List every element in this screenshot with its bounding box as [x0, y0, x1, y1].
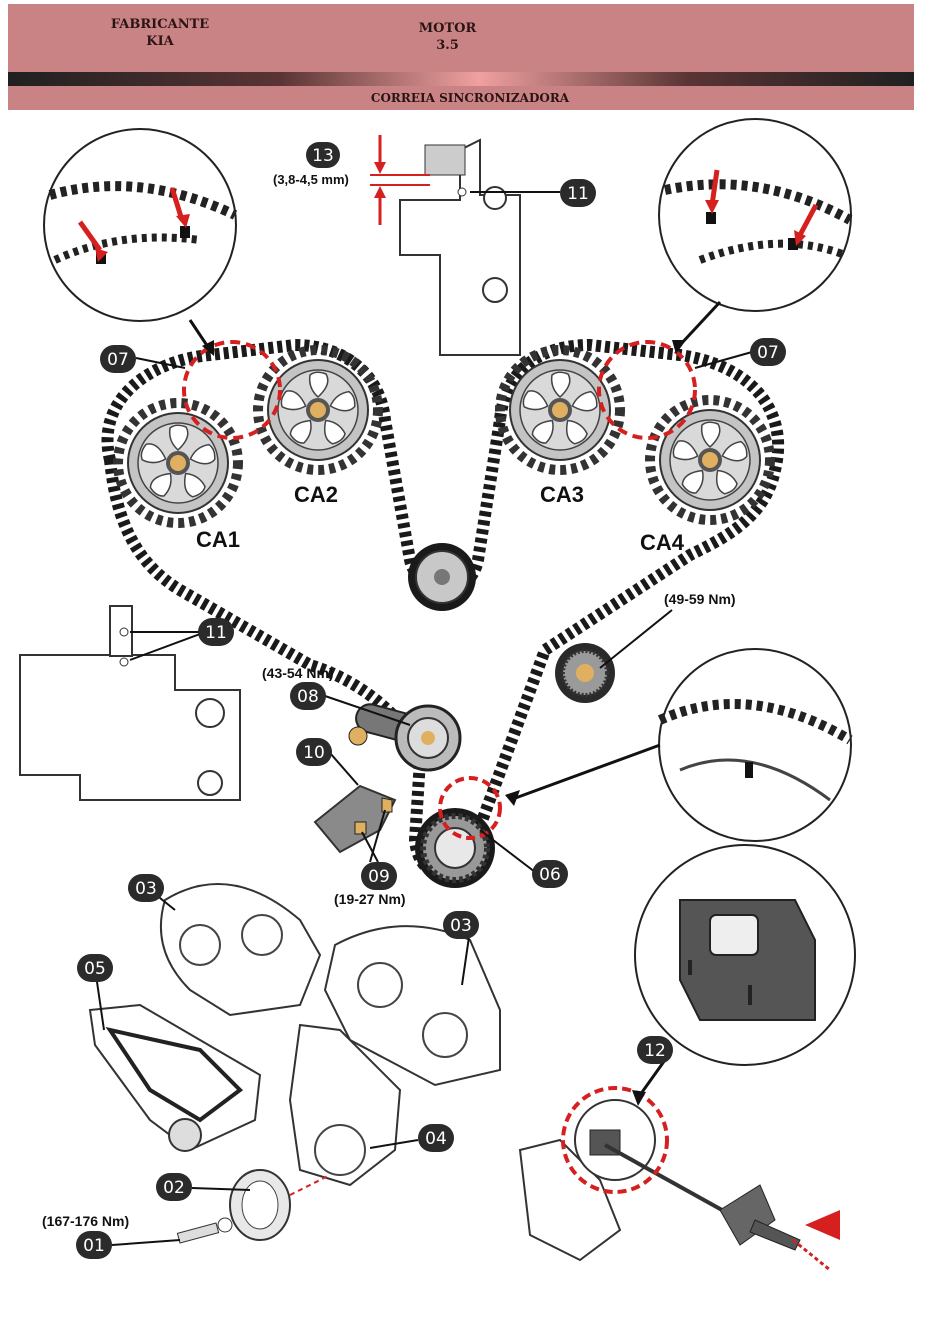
callout-04: 04 — [418, 1124, 454, 1152]
callout-05: 05 — [77, 954, 113, 982]
svg-text:10: 10 — [303, 743, 325, 763]
section-title: CORREIA SINCRONIZADORA — [370, 91, 570, 105]
header-bar — [8, 4, 914, 72]
svg-text:02: 02 — [163, 1178, 185, 1198]
callout-07-right: 07 — [750, 338, 786, 366]
crank-alignment-circle — [438, 776, 502, 840]
label-ca3: CA3 — [540, 482, 584, 507]
engine-block-detail — [19, 605, 241, 801]
camshaft-gear-ca4 — [650, 400, 770, 520]
section-bar — [8, 86, 914, 110]
svg-text:07: 07 — [107, 350, 129, 370]
svg-text:12: 12 — [644, 1041, 666, 1061]
svg-text:01: 01 — [83, 1236, 105, 1256]
maker-value: KIA — [146, 34, 174, 49]
torque-crank-label: (167-176 Nm) — [42, 1213, 129, 1229]
detail-view-left — [43, 128, 238, 356]
tensioner-gap-detail — [370, 135, 560, 356]
callout-leaders — [95, 351, 753, 1246]
timing-cover-upper-left — [159, 883, 322, 1017]
callout-09: 09 — [361, 862, 397, 890]
torque-tensioner-label: (43-54 Nm) — [262, 665, 334, 681]
callout-13: 13 — [306, 142, 340, 168]
callout-03-left: 03 — [128, 874, 164, 902]
timing-cover-rear-plate — [88, 1003, 262, 1152]
timing-cover-upper-right — [323, 925, 501, 1087]
svg-text:04: 04 — [425, 1129, 447, 1149]
callout-01: 01 — [76, 1231, 112, 1259]
timing-belt — [101, 338, 785, 880]
svg-text:03: 03 — [450, 916, 472, 936]
detail-view-right — [658, 118, 853, 354]
callout-02: 02 — [156, 1173, 192, 1201]
callout-03-right: 03 — [443, 911, 479, 939]
engine-block: MOTOR 3.5 — [390, 20, 505, 54]
callout-06: 06 — [532, 860, 568, 888]
torque-bracket-label: (19-27 Nm) — [334, 891, 406, 907]
svg-text:06: 06 — [539, 865, 561, 885]
crank-bolt — [176, 1217, 233, 1244]
svg-text:11: 11 — [567, 184, 589, 204]
holding-tool-detail — [634, 844, 856, 1066]
svg-text:03: 03 — [135, 879, 157, 899]
engine-label: MOTOR — [418, 21, 477, 36]
crank-detail-view — [505, 648, 853, 842]
svg-text:05: 05 — [84, 959, 106, 979]
tensioner-bracket — [313, 784, 397, 854]
svg-text:13: 13 — [312, 146, 334, 166]
gap-spec-label: (3,8-4,5 mm) — [273, 172, 349, 187]
camshaft-gear-ca1 — [118, 403, 238, 523]
callout-10: 10 — [296, 738, 332, 766]
label-ca1: CA1 — [196, 527, 240, 552]
timing-cover-lower — [288, 1023, 402, 1187]
label-ca4: CA4 — [640, 530, 685, 555]
callout-07-left: 07 — [100, 345, 136, 373]
header-gradient-band — [8, 72, 914, 86]
callout-08: 08 — [290, 682, 326, 710]
torque-idler-leader — [599, 609, 673, 669]
svg-text:07: 07 — [757, 343, 779, 363]
maker-label: FABRICANTE — [110, 17, 210, 32]
callout-12: 12 — [637, 1036, 673, 1064]
alignment-mark-circle-right — [597, 340, 697, 440]
callout-11-left: 11 — [198, 618, 234, 646]
crank-holding-assembly — [518, 1059, 840, 1272]
svg-text:09: 09 — [368, 867, 390, 887]
right-idler-pulley — [555, 643, 615, 703]
svg-text:11: 11 — [205, 623, 227, 643]
crankshaft-sprocket — [415, 808, 495, 888]
maker-block: FABRICANTE KIA — [100, 16, 220, 50]
alignment-mark-circle-left — [182, 340, 282, 440]
svg-text:08: 08 — [297, 687, 319, 707]
tensioner-pulley — [348, 703, 462, 772]
center-idler-pulley — [408, 543, 476, 611]
torque-idler-label: (49-59 Nm) — [664, 591, 736, 607]
crank-pulley — [229, 1169, 331, 1241]
label-ca2: CA2 — [294, 482, 338, 507]
callout-11-top: 11 — [560, 179, 596, 207]
engine-value: 3.5 — [436, 38, 459, 53]
